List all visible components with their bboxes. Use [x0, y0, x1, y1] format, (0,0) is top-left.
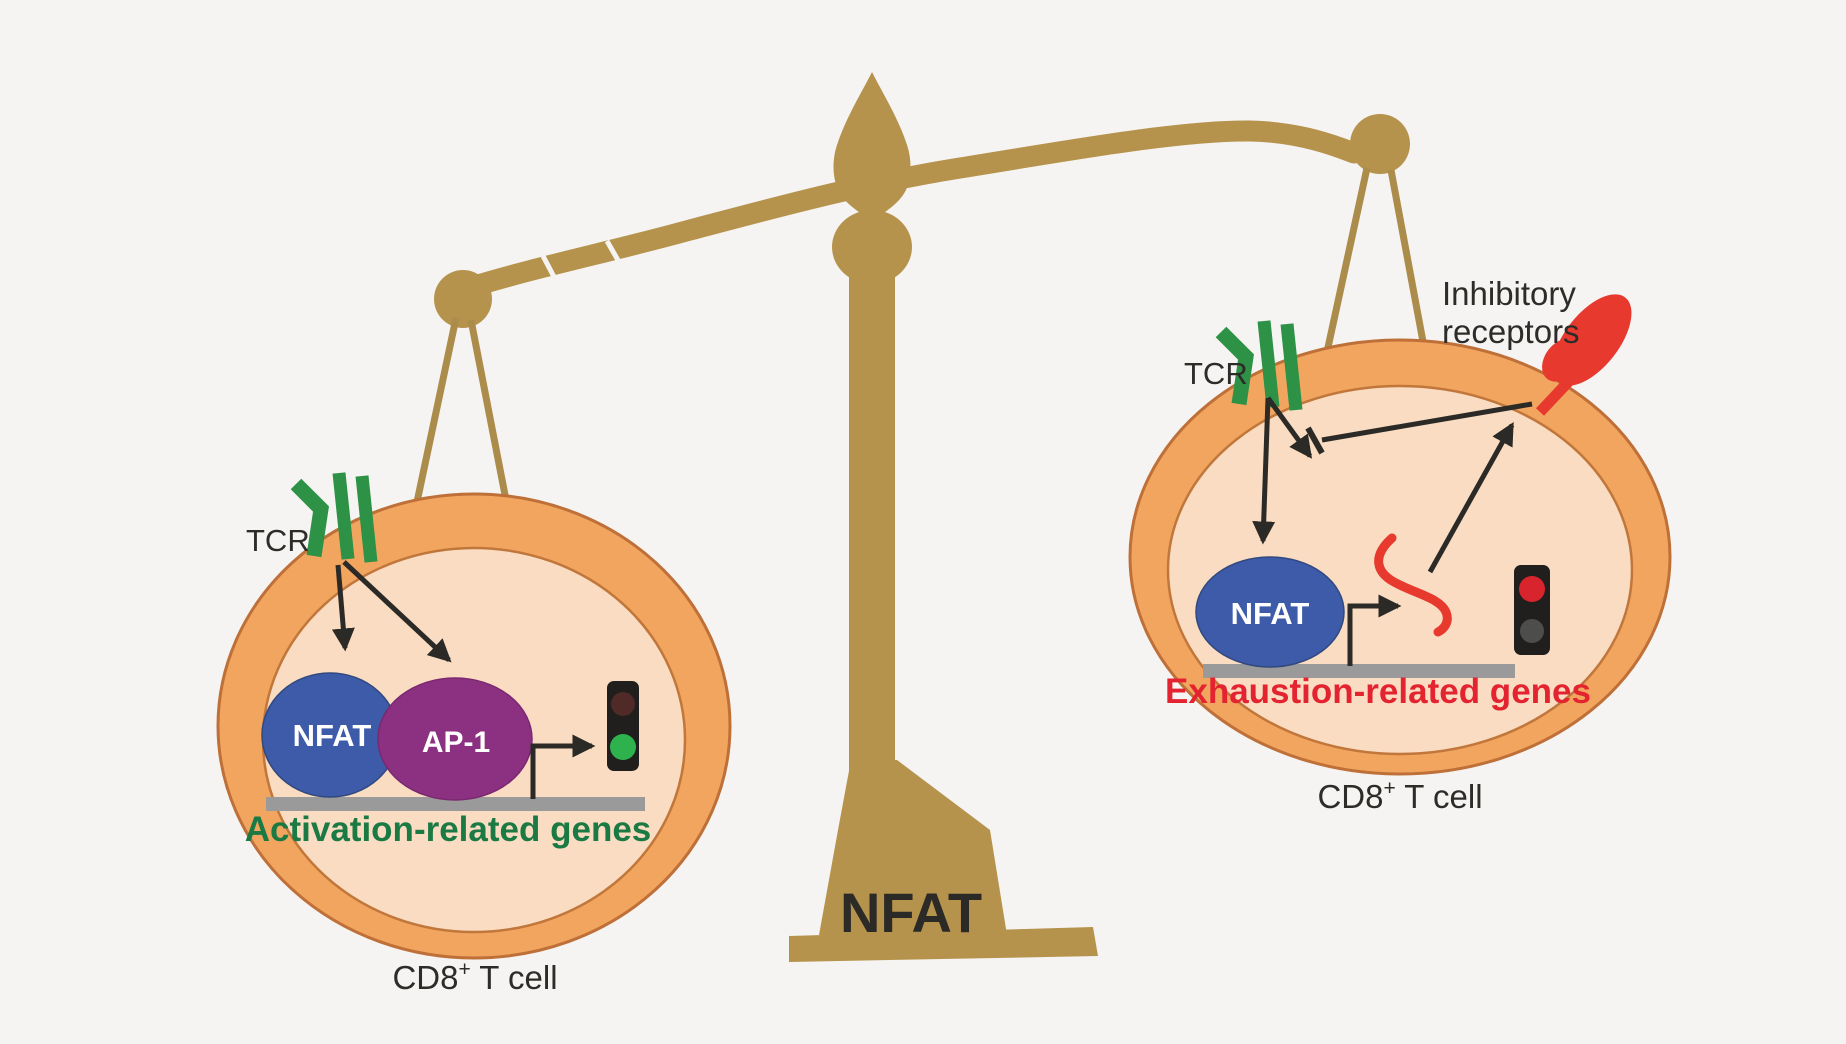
scale-post	[849, 238, 895, 790]
right-light-red-on	[1519, 576, 1545, 602]
tcr-to-nfat-arrow	[1252, 397, 1276, 545]
left-traffic-light	[607, 681, 639, 771]
right-pan-strings	[1323, 167, 1428, 353]
activation-transcription-arrow	[530, 734, 596, 799]
beam-twist-gap	[604, 239, 630, 278]
right-nfat-ellipse	[1195, 556, 1345, 668]
left-light-green-on	[610, 734, 636, 760]
left-light-red-off	[611, 692, 635, 716]
inhibition-t-bar	[1305, 426, 1325, 455]
left-tcr-label: TCR	[246, 523, 310, 558]
exhaustion-gene-bar	[1203, 664, 1515, 678]
scale-base-label: NFAT	[840, 881, 982, 944]
exhaustion-transcription-arrow	[1347, 594, 1402, 666]
tcr-receptor-icon	[290, 472, 378, 563]
activation-gene-bar	[266, 797, 645, 811]
ap1-ellipse	[377, 677, 533, 801]
tcr-receptor-icon	[1215, 320, 1303, 411]
left-nfat-label: NFAT	[293, 718, 372, 753]
right-cell: TCR Inhibitory receptors NFAT	[1128, 275, 1672, 815]
scale-base-plate	[789, 927, 1098, 962]
inhibitory-label-line2: receptors	[1442, 313, 1580, 350]
tcr-to-nfat-arrow	[331, 564, 355, 652]
right-tcr-label: TCR	[1184, 356, 1248, 391]
gene-product-squiggle	[1374, 533, 1452, 637]
left-hanger-knob	[434, 270, 492, 328]
inhibitory-receptor-icon	[1535, 294, 1632, 416]
right-hanger-knob	[1350, 114, 1410, 174]
tcr-to-ap1-arrow	[342, 560, 452, 663]
right-light-green-off	[1520, 619, 1544, 643]
scale-pedestal	[819, 760, 1007, 935]
tcr-blocked-arrow	[1265, 396, 1313, 459]
scale-finial	[833, 72, 911, 213]
right-cell-label: CD8+ T cell	[1317, 777, 1482, 815]
right-traffic-light	[1514, 565, 1550, 655]
exhaustion-genes-label: Exhaustion-related genes	[1165, 672, 1591, 711]
left-cell: TCR NFAT AP-1 Activation-related genes C…	[216, 472, 732, 996]
right-nfat-label: NFAT	[1231, 596, 1310, 631]
product-to-receptor-arrow	[1427, 421, 1515, 574]
activation-genes-label: Activation-related genes	[245, 810, 652, 849]
ap1-label: AP-1	[422, 726, 490, 759]
inhibitory-label-line1: Inhibitory	[1442, 275, 1576, 312]
balance-scale: NFAT	[413, 72, 1428, 962]
left-pan-strings	[413, 317, 510, 503]
left-cell-label: CD8+ T cell	[392, 958, 557, 996]
inhibition-line	[1321, 401, 1533, 443]
beam-twist-gap	[540, 254, 565, 294]
scale-beam	[457, 120, 1365, 299]
